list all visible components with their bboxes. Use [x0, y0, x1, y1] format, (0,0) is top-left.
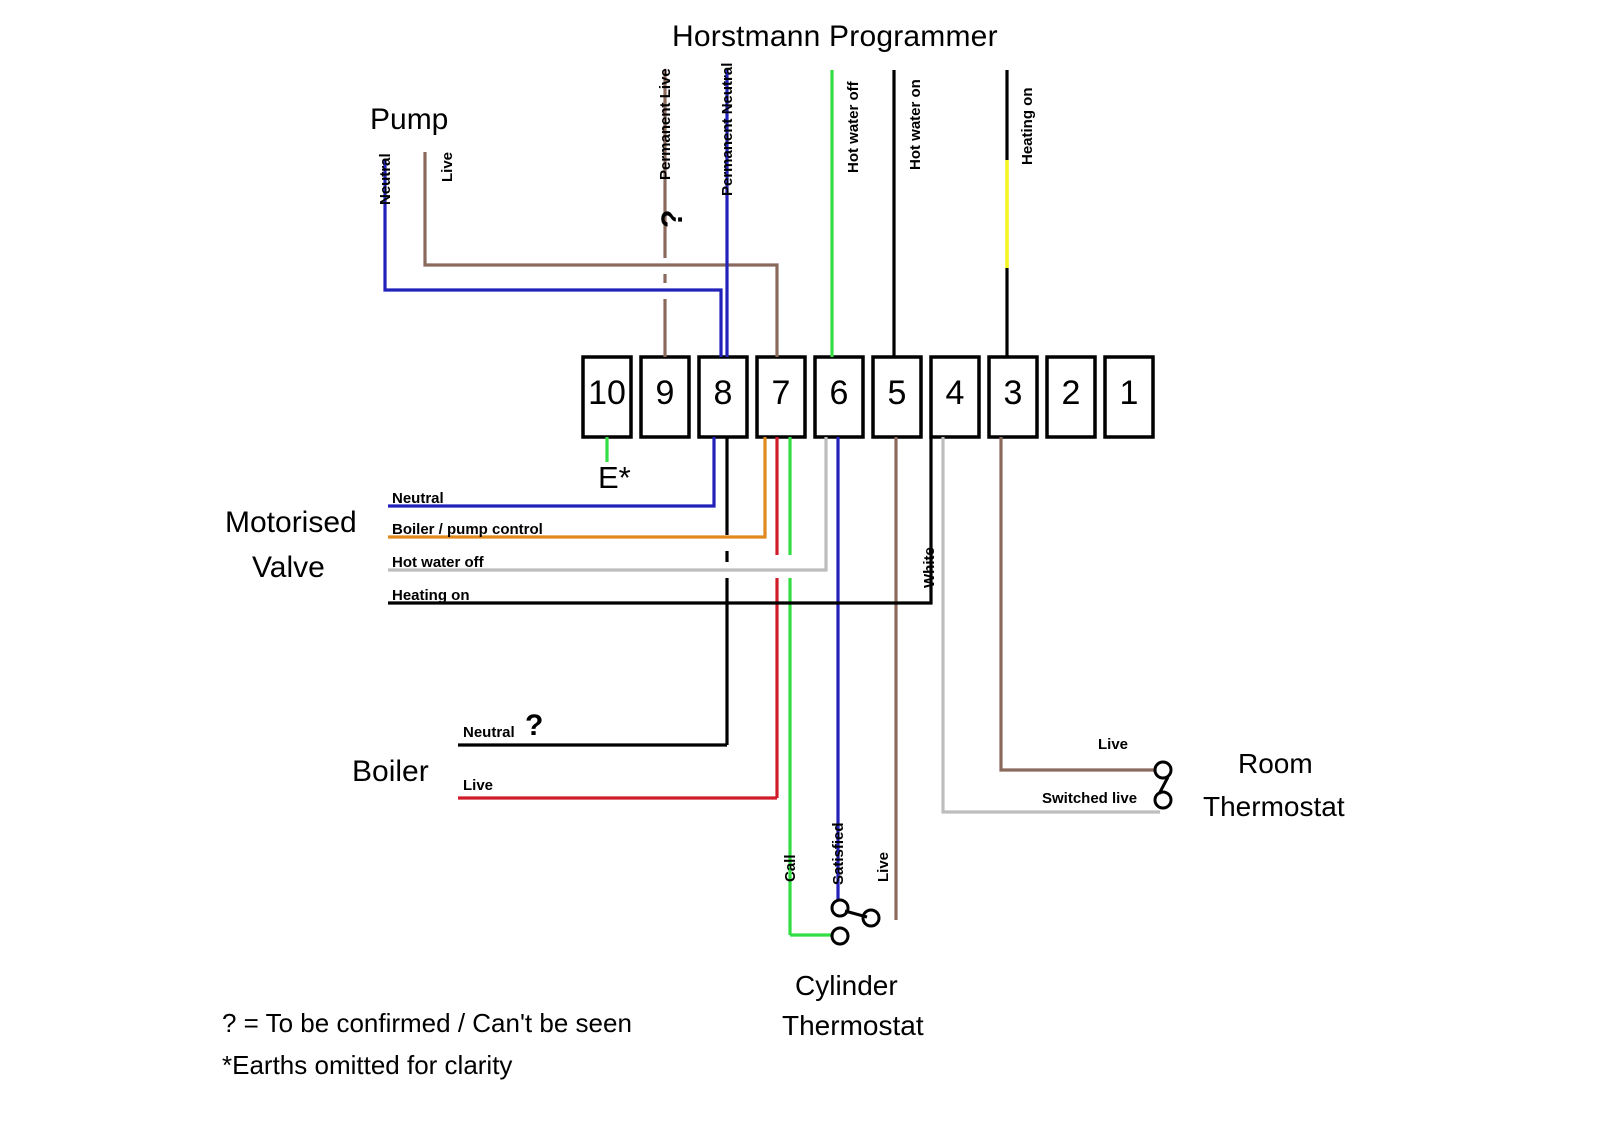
motorised-valve-title-line2: Valve: [252, 551, 325, 584]
wire-room-live: [999, 437, 1160, 772]
room-thermostat-title-line2: Thermostat: [1203, 791, 1345, 822]
permanent-live-question-marker: ?: [656, 209, 689, 228]
terminal-label-2: 2: [1061, 374, 1081, 412]
boiler-neutral-question-marker: ?: [525, 709, 544, 742]
wire-mv-boiler-pump-control: [388, 437, 767, 539]
motorised-valve-title-line1: Motorised: [225, 506, 357, 539]
white-wire-label: White: [921, 547, 938, 588]
terminal-box-9[interactable]: [639, 355, 691, 439]
terminal-label-5: 5: [887, 374, 907, 412]
terminal-label-6: 6: [829, 374, 849, 412]
pump-neutral-label: Neutral: [377, 153, 394, 205]
terminal-box-5[interactable]: [871, 355, 923, 439]
wire-mv-neutral: [388, 437, 716, 508]
terminal-box-4[interactable]: [929, 355, 981, 439]
boiler-neutral-label: Neutral: [463, 724, 515, 741]
legend-line-2: *Earths omitted for clarity: [222, 1050, 513, 1080]
terminal-box-7[interactable]: [755, 355, 807, 439]
mv-heating-on-label: Heating on: [392, 587, 470, 604]
room-thermostat-title-line1: Room: [1238, 748, 1313, 779]
hot-water-off-top-label: Hot water off: [845, 81, 862, 173]
legend-line-1: ? = To be confirmed / Can't be seen: [222, 1008, 632, 1038]
terminal-box-8[interactable]: [697, 355, 749, 439]
wire-pump-live: [423, 152, 779, 357]
mv-neutral-label: Neutral: [392, 490, 444, 507]
wire-white-heating-on: [388, 437, 933, 605]
terminal-label-4: 4: [945, 374, 965, 412]
pump-title: Pump: [370, 103, 449, 136]
cylinder-thermostat-title-line1: Cylinder: [795, 970, 898, 1001]
wire-pump-neutral: [383, 160, 723, 357]
mv-hot-water-off-label: Hot water off: [392, 554, 484, 571]
cylinder-thermostat-title-line2: Thermostat: [782, 1010, 924, 1041]
terminal-boxes: [581, 355, 1155, 439]
wire-mv-hot-water-off: [388, 437, 828, 572]
heating-on-top-label: Heating on: [1019, 87, 1036, 166]
boiler-title: Boiler: [352, 755, 429, 788]
permanent-live-label: Permanent Live: [657, 68, 674, 180]
hot-water-on-top-label: Hot water on: [907, 79, 924, 170]
pump-live-label: Live: [439, 151, 456, 182]
cylinder-thermostat-switch[interactable]: [830, 898, 881, 946]
earth-label: E*: [598, 460, 631, 495]
cylinder-live-label: Live: [875, 851, 892, 882]
boiler-live-label: Live: [463, 777, 494, 794]
wire-room-switched-live: [941, 437, 1160, 814]
terminal-label-1: 1: [1119, 374, 1139, 412]
terminal-label-3: 3: [1003, 374, 1023, 412]
terminal-label-10: 10: [588, 374, 626, 412]
mv-boiler-pump-control-label: Boiler / pump control: [392, 521, 543, 538]
cylinder-satisfied-label: Satisfied: [830, 822, 847, 885]
terminal-box-3[interactable]: [987, 355, 1039, 439]
permanent-neutral-label: Permanent Neutral: [719, 62, 736, 196]
room-thermostat-switch[interactable]: [1153, 760, 1173, 810]
terminal-label-9: 9: [655, 374, 675, 412]
terminal-box-2[interactable]: [1045, 355, 1097, 439]
room-switched-live-label: Switched live: [1042, 790, 1138, 807]
terminal-label-7: 7: [771, 374, 791, 412]
cylinder-call-label: Call: [782, 854, 799, 882]
room-live-label: Live: [1098, 736, 1129, 753]
page-title: Horstmann Programmer: [672, 20, 998, 53]
terminal-box-1[interactable]: [1103, 355, 1155, 439]
terminal-label-8: 8: [713, 374, 733, 412]
